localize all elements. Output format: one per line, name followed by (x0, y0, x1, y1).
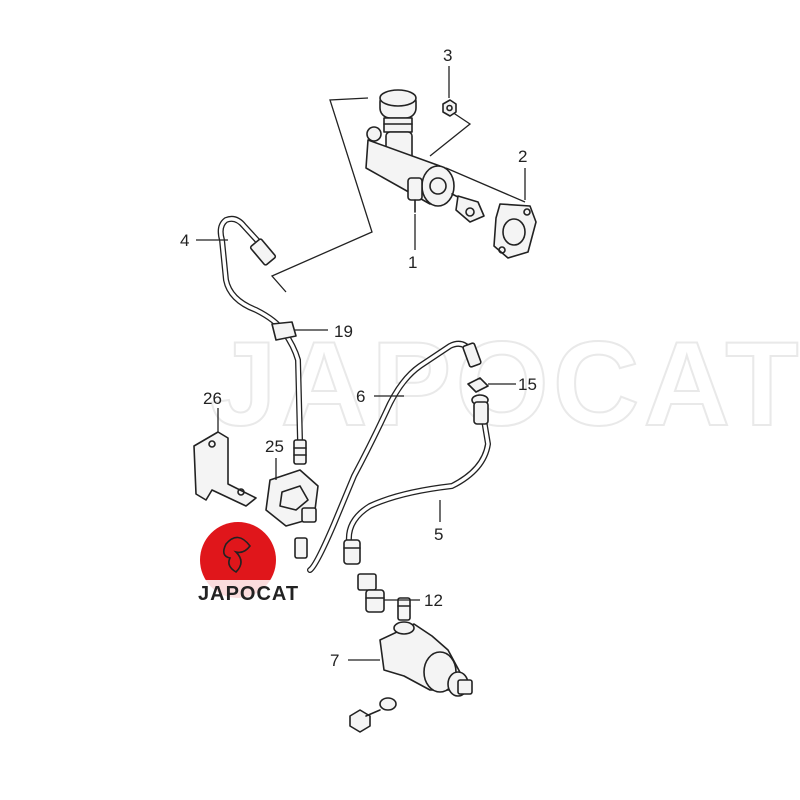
assembly-outline-bottom (445, 167, 526, 203)
part-5-flexible-hose[interactable]: 5 (343, 394, 491, 565)
part-1-master-cylinder[interactable]: 1 (365, 89, 485, 272)
part-3-nut[interactable]: 3 (442, 46, 457, 117)
callout-25: 25 (265, 437, 284, 456)
callout-4: 4 (180, 231, 189, 250)
part-2-gasket[interactable]: 2 (493, 147, 537, 259)
part-26-bracket[interactable]: 26 (193, 389, 257, 507)
callout-15: 15 (518, 375, 537, 394)
japocat-logo: JAPOCAT (198, 522, 299, 605)
assembly-outline-right (429, 111, 472, 157)
callout-2: 2 (518, 147, 527, 166)
part-25-junction-block[interactable]: 25 (265, 437, 319, 527)
callout-26: 26 (203, 389, 222, 408)
callout-19: 19 (334, 322, 353, 341)
assembly-outline-left (270, 97, 373, 293)
callout-1: 1 (408, 253, 417, 272)
part-19-pipe-clip[interactable]: 19 (271, 321, 353, 341)
logo-cat-icon (222, 536, 252, 574)
mounting-bolt[interactable] (349, 697, 397, 733)
part-12-adapter[interactable]: 12 (357, 573, 443, 621)
part-6-clutch-pipe-lower[interactable]: 6 (294, 340, 482, 573)
part-7-slave-cylinder[interactable]: 7 (330, 621, 473, 697)
logo-badge (200, 522, 276, 598)
part-15-clip[interactable]: 15 (467, 375, 537, 394)
logo-text: JAPOCAT (198, 583, 299, 605)
callout-12: 12 (424, 591, 443, 610)
callout-5: 5 (434, 525, 443, 544)
callout-6: 6 (356, 387, 365, 406)
callout-3: 3 (443, 46, 452, 65)
callout-7: 7 (330, 651, 339, 670)
